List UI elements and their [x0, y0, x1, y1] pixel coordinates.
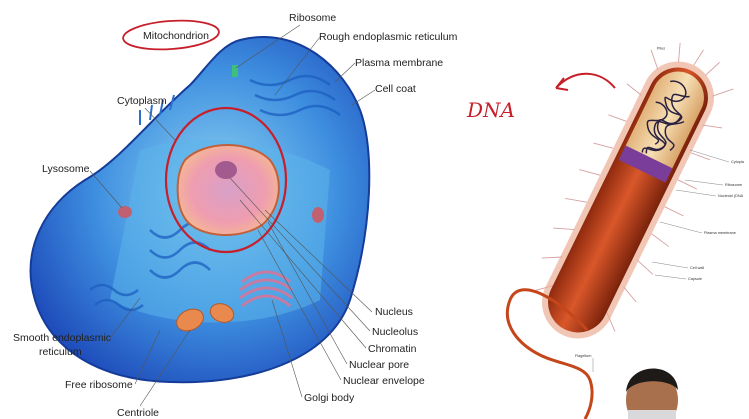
lysosome-shape [118, 206, 132, 218]
label-plasma-membrane: Plasma membrane [355, 57, 443, 69]
label-bacterium-cell-wall: Cell wall [690, 266, 704, 270]
label-smooth-er-1: Smooth endoplasmic [13, 332, 111, 344]
nucleus-shape [178, 145, 279, 235]
label-centriole: Centriole [117, 407, 159, 419]
label-bacterium-plasma-membrane: Plasma membrane [704, 231, 736, 235]
label-lysosome: Lysosome [42, 163, 90, 175]
ribosome-marker [232, 65, 238, 77]
label-cytoplasm: Cytoplasm [117, 95, 167, 107]
label-bacterium-nucleoid: Nucleoid (DNA [718, 194, 744, 198]
label-free-ribosome: Free ribosome [65, 379, 133, 391]
small-vesicle [312, 207, 324, 223]
presenter-avatar [626, 368, 678, 419]
label-bacterium-ribosome: Ribosome [725, 183, 742, 187]
label-nuclear-envelope: Nuclear envelope [343, 375, 425, 387]
label-ribosome: Ribosome [289, 12, 336, 24]
bacterium-illustration: Pilus [511, 24, 749, 360]
label-bacterium-capsule: Capsule [688, 277, 702, 281]
label-cell-coat: Cell coat [375, 83, 416, 95]
label-bacterium-cytoplasm: Cytopla [731, 160, 745, 164]
label-nuclear-pore: Nuclear pore [349, 359, 409, 371]
label-mitochondrion: Mitochondrion [143, 30, 209, 42]
label-rough-er: Rough endoplasmic reticulum [319, 31, 458, 43]
nucleolus-shape [215, 161, 237, 179]
label-chromatin: Chromatin [368, 343, 417, 355]
label-bacterium-flagellum: Flagellum [575, 354, 591, 358]
label-nucleolus: Nucleolus [372, 326, 418, 338]
label-smooth-er-2: reticulum [39, 346, 82, 358]
label-golgi-body: Golgi body [304, 392, 355, 404]
eukaryotic-cell-illustration: Mitochondrion Ribosome Rough endoplasmic… [13, 12, 458, 419]
label-nucleus: Nucleus [375, 306, 413, 318]
label-pilus: Pilus [657, 46, 665, 50]
dna-arrow [556, 74, 615, 90]
dna-handwritten-note: DNA [466, 98, 515, 122]
